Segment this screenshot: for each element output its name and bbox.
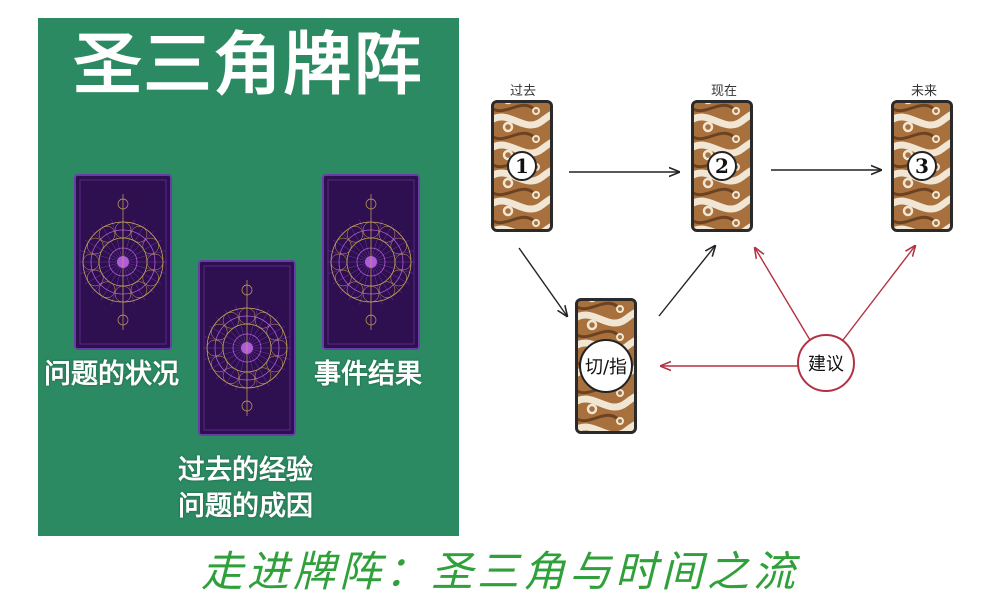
card-future: 3 — [891, 100, 953, 232]
header-present: 现在 — [710, 84, 737, 99]
tarot-card-bottom — [198, 260, 296, 436]
arrow-past-to-cut — [518, 247, 567, 316]
card-number-1: 1 — [507, 151, 537, 181]
arrow-advice-to-present — [755, 248, 811, 341]
arrow-advice-to-future — [842, 246, 915, 341]
label-problem-cause: 问题的成因 — [178, 491, 313, 522]
spread-panel: 圣三角牌阵 问题的状况 事件结果 过去的经验 问题的成因 — [38, 18, 459, 536]
label-event-result: 事件结果 — [314, 359, 422, 390]
label-problem-status: 问题的状况 — [44, 359, 179, 390]
header-future: 未来 — [910, 84, 937, 99]
card-number-2: 2 — [707, 151, 737, 181]
card-cut: 切/指 — [575, 298, 637, 434]
header-past: 过去 — [509, 84, 536, 99]
card-past: 1 — [491, 100, 553, 232]
mandala-icon — [200, 262, 294, 434]
label-past-experience: 过去的经验 — [178, 455, 313, 486]
time-flow-diagram: 过去 现在 未来 1 2 3 切/指 建议 — [475, 70, 995, 450]
caption: 走进牌阵：圣三角与时间之流 — [200, 547, 799, 596]
tarot-card-left — [74, 174, 172, 350]
arrows-layer — [518, 70, 995, 450]
arrow-cut-to-present — [658, 246, 715, 317]
cut-card-label: 切/指 — [579, 339, 633, 393]
swirl-pattern-icon — [694, 103, 750, 229]
tarot-card-right — [322, 174, 420, 350]
spread-title: 圣三角牌阵 — [73, 26, 424, 105]
mandala-icon — [76, 176, 170, 348]
mandala-icon — [324, 176, 418, 348]
advice-node: 建议 — [797, 334, 855, 392]
card-number-3: 3 — [907, 151, 937, 181]
card-present: 2 — [691, 100, 753, 232]
